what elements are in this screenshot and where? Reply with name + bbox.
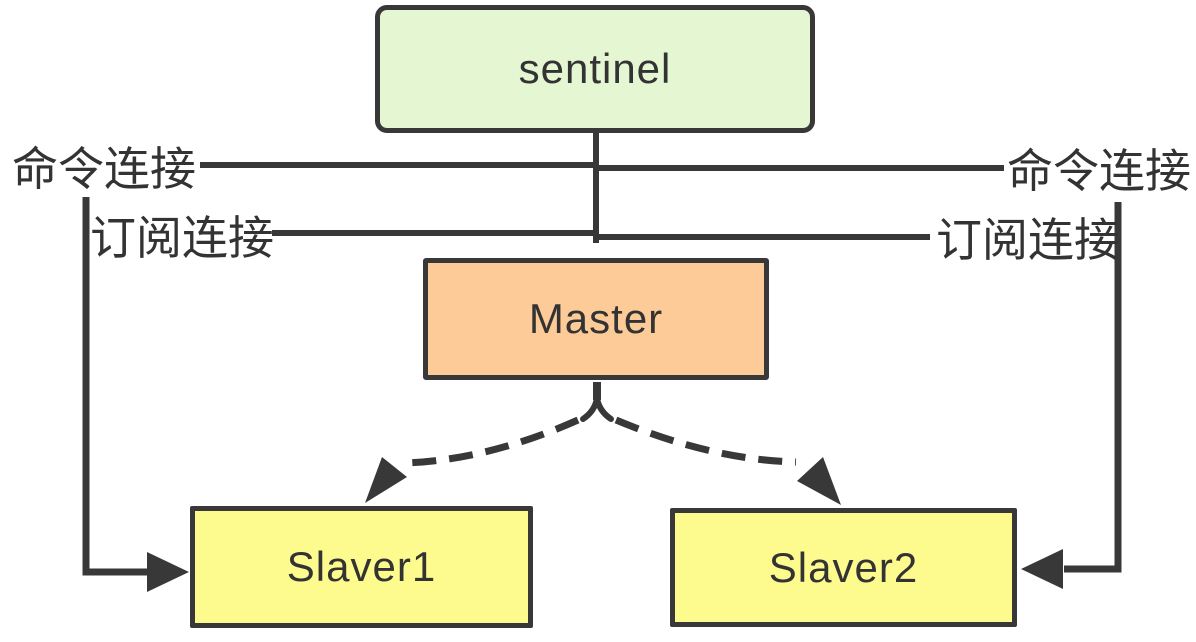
node-master-label: Master [528, 295, 664, 342]
label-subscribe-connection-left: 订阅连接 [90, 212, 274, 264]
master-slaver1-arrowhead [365, 457, 407, 503]
node-sentinel-label: sentinel [518, 45, 672, 92]
label-subscribe-connection-right: 订阅连接 [936, 214, 1120, 266]
node-slaver1-label: Slaver1 [286, 543, 437, 590]
node-slaver2: Slaver2 [670, 508, 1017, 627]
slaver2-right-arrowhead [1021, 549, 1063, 589]
label-command-connection-right: 命令连接 [1007, 145, 1191, 197]
master-slaver1-dashed-line [404, 416, 580, 467]
master-slaver2-arrowhead [797, 457, 841, 505]
left-elbow-connector [82, 197, 150, 576]
node-master: Master [423, 258, 769, 380]
master-slaver2-dashed-line [614, 416, 797, 466]
slaver1-left-arrowhead [147, 552, 189, 592]
node-slaver2-label: Slaver2 [768, 543, 919, 591]
right-elbow-connector [1064, 202, 1122, 573]
master-split-leg-right [594, 395, 614, 422]
node-sentinel: sentinel [375, 5, 815, 133]
node-slaver1: Slaver1 [190, 506, 533, 628]
label-command-connection-left: 命令连接 [12, 143, 196, 195]
